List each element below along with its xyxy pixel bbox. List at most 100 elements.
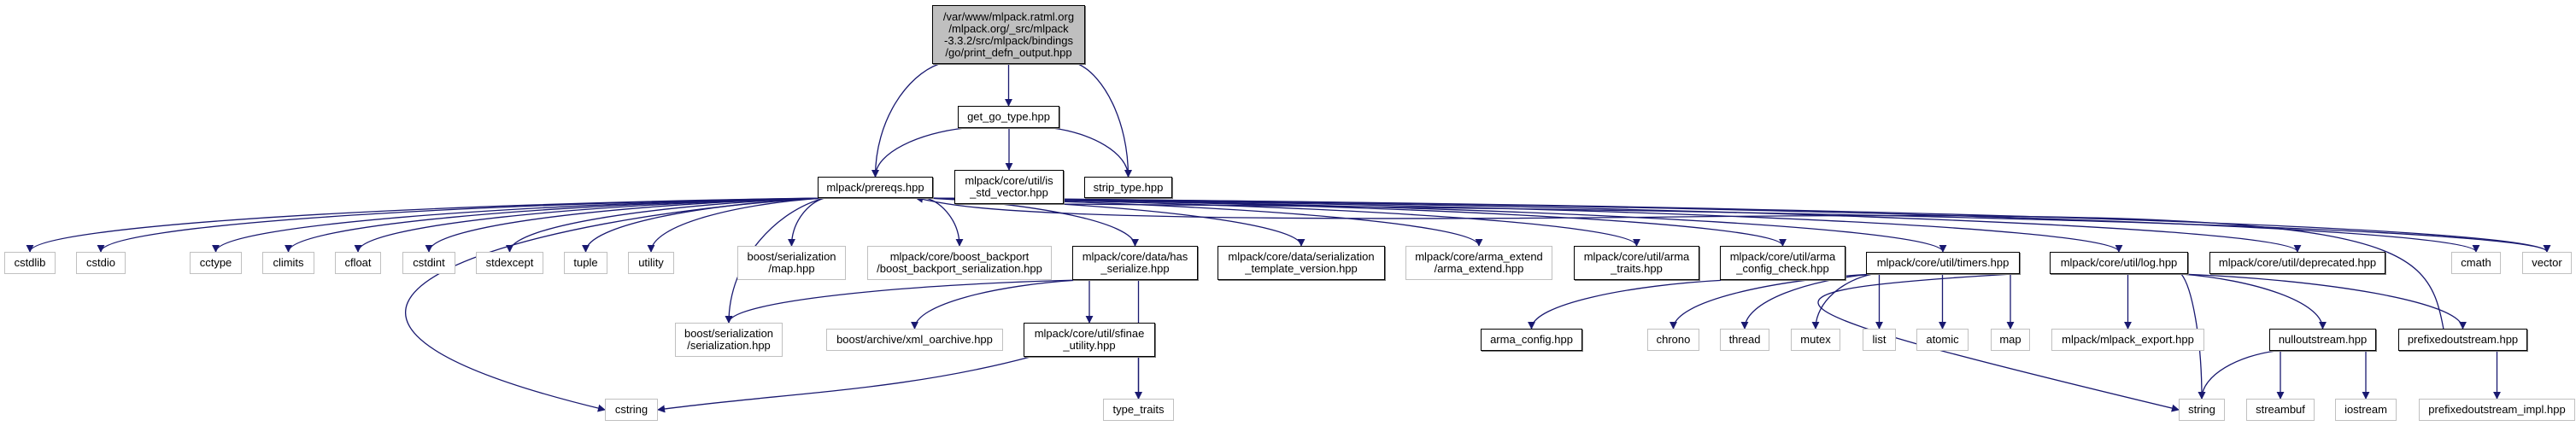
node-arma-traits[interactable]: mlpack/core/util/arma_traits.hpp: [1574, 246, 1699, 280]
node-label-line: mlpack/core/util/is: [965, 174, 1053, 187]
node-label-line: mlpack/core/boost_backport: [889, 250, 1030, 263]
node-boost-serialization[interactable]: boost/serialization/serialization.hpp: [675, 323, 783, 357]
node-label-line: _config_check.hpp: [1736, 262, 1829, 275]
node-label-line: map: [1999, 333, 2021, 346]
edge-prereqs-to-arma-config-check: [925, 197, 1787, 247]
edge-prereqs-to-cstdlib: [26, 197, 825, 253]
edge-log-to-string: [2180, 273, 2206, 400]
edge-is-std-vector-to-vector: [1056, 203, 2551, 253]
node-cctype[interactable]: cctype: [190, 252, 242, 274]
node-label-line: boost/serialization: [684, 327, 774, 340]
node-label-line: mlpack/core/arma_extend: [1415, 250, 1543, 263]
node-nulloutstream[interactable]: nulloutstream.hpp: [2269, 329, 2376, 351]
node-cfloat[interactable]: cfloat: [335, 252, 381, 274]
node-string[interactable]: string: [2179, 399, 2225, 421]
node-label-line: /map.hpp: [768, 262, 815, 275]
node-label-line: prefixedoutstream_impl.hpp: [2428, 403, 2566, 416]
node-streambuf[interactable]: streambuf: [2246, 399, 2315, 421]
node-iostream[interactable]: iostream: [2335, 399, 2397, 421]
node-label-line: cfloat: [344, 256, 372, 269]
node-ser-template-version[interactable]: mlpack/core/data/serialization_template_…: [1218, 246, 1385, 280]
node-boost-backport[interactable]: mlpack/core/boost_backport/boost_backpor…: [867, 246, 1052, 280]
node-label-line: /arma_extend.hpp: [1434, 262, 1524, 275]
node-prefixedoutstream-impl[interactable]: prefixedoutstream_impl.hpp: [2419, 399, 2575, 421]
node-atomic[interactable]: atomic: [1916, 329, 1969, 351]
edge-arma-config-check-to-arma-config: [1528, 279, 1728, 330]
node-cstdint[interactable]: cstdint: [402, 252, 455, 274]
edge-timers-to-string: [1817, 273, 2180, 412]
node-label-line: chrono: [1656, 333, 1691, 346]
edge-root-to-strip-type: [1077, 63, 1132, 178]
node-label-line: utility: [638, 256, 664, 269]
node-arma-config-check[interactable]: mlpack/core/util/arma_config_check.hpp: [1720, 246, 1845, 280]
node-cmath[interactable]: cmath: [2451, 252, 2501, 274]
node-mlpack-export[interactable]: mlpack/mlpack_export.hpp: [2051, 329, 2204, 351]
node-label-line: /mlpack.org/_src/mlpack: [948, 21, 1069, 35]
node-boost-map[interactable]: boost/serialization/map.hpp: [737, 246, 846, 280]
edge-prereqs-to-cstdint: [425, 197, 825, 253]
edge-timers-to-mutex: [1811, 273, 1874, 330]
node-xml-oarchive[interactable]: boost/archive/xml_oarchive.hpp: [826, 329, 1003, 351]
node-type-traits[interactable]: type_traits: [1103, 399, 1174, 421]
edge-sfinae-utility-to-cstring: [657, 356, 1031, 413]
node-root[interactable]: /var/www/mlpack.ratml.org/mlpack.org/_sr…: [932, 5, 1085, 64]
node-cstring[interactable]: cstring: [605, 399, 658, 421]
edge-log-to-prefixedoutstream: [2180, 273, 2467, 330]
node-stdexcept[interactable]: stdexcept: [476, 252, 543, 274]
node-label-line: cstring: [614, 403, 648, 416]
node-cstdio[interactable]: cstdio: [76, 252, 126, 274]
node-label-line: thread: [1728, 333, 1761, 346]
edge-prereqs-to-stdexcept: [506, 197, 825, 253]
node-deprecated[interactable]: mlpack/core/util/deprecated.hpp: [2209, 252, 2385, 274]
node-label-line: boost/serialization: [747, 250, 836, 263]
node-label-line: mlpack/mlpack_export.hpp: [2062, 333, 2194, 346]
edge-prereqs-to-deprecated: [925, 197, 2302, 253]
node-prefixedoutstream[interactable]: prefixedoutstream.hpp: [2398, 329, 2527, 351]
node-get-go-type[interactable]: get_go_type.hpp: [958, 106, 1059, 128]
node-arma-extend[interactable]: mlpack/core/arma_extend/arma_extend.hpp: [1405, 246, 1552, 280]
node-label-line: _std_vector.hpp: [970, 186, 1048, 199]
node-label-line: _traits.hpp: [1611, 262, 1663, 275]
node-tuple[interactable]: tuple: [564, 252, 607, 274]
node-list[interactable]: list: [1863, 329, 1896, 351]
node-chrono[interactable]: chrono: [1647, 329, 1699, 351]
edge-prereqs-to-boost-backport: [925, 197, 964, 247]
node-label-line: mlpack/core/data/serialization: [1228, 250, 1375, 263]
node-timers[interactable]: mlpack/core/util/timers.hpp: [1866, 252, 2020, 274]
edge-prereqs-to-log: [925, 197, 2123, 253]
node-utility[interactable]: utility: [628, 252, 674, 274]
node-is-std-vector[interactable]: mlpack/core/util/is_std_vector.hpp: [954, 170, 1064, 204]
node-mutex[interactable]: mutex: [1791, 329, 1840, 351]
node-label-line: mlpack/core/util/log.hpp: [2060, 256, 2178, 269]
node-label-line: arma_config.hpp: [1490, 333, 1573, 346]
node-vector[interactable]: vector: [2522, 252, 2572, 274]
node-label-line: tuple: [573, 256, 598, 269]
edge-nulloutstream-to-string: [2198, 350, 2277, 400]
node-label-line: list: [1872, 333, 1887, 346]
node-arma-config[interactable]: arma_config.hpp: [1481, 329, 1582, 351]
node-label-line: /var/www/mlpack.ratml.org: [942, 9, 1075, 23]
node-label-line: atomic: [1926, 333, 1959, 346]
edge-log-to-nulloutstream: [2180, 273, 2327, 330]
node-has-serialize[interactable]: mlpack/core/data/has_serialize.hpp: [1072, 246, 1198, 280]
node-cstdlib[interactable]: cstdlib: [4, 252, 56, 274]
node-label-line: mlpack/core/util/deprecated.hpp: [2218, 256, 2377, 269]
node-label-line: nulloutstream.hpp: [2278, 333, 2368, 346]
node-prereqs[interactable]: mlpack/prereqs.hpp: [818, 177, 933, 198]
node-label-line: -3.3.2/src/mlpack/bindings: [943, 33, 1073, 47]
node-climits[interactable]: climits: [262, 252, 314, 274]
node-label-line: cmath: [2461, 256, 2491, 269]
node-log[interactable]: mlpack/core/util/log.hpp: [2050, 252, 2188, 274]
node-label-line: iostream: [2344, 403, 2387, 416]
node-map[interactable]: map: [1991, 329, 2030, 351]
edge-timers-to-thread: [1740, 273, 1874, 330]
node-strip-type[interactable]: strip_type.hpp: [1084, 177, 1172, 198]
edge-prefixedoutstream-to-prereqs: [915, 195, 2444, 330]
node-label-line: boost/archive/xml_oarchive.hpp: [836, 333, 993, 346]
node-label-line: string: [2188, 403, 2215, 416]
node-label-line: climits: [273, 256, 304, 269]
node-sfinae-utility[interactable]: mlpack/core/util/sfinae_utility.hpp: [1024, 323, 1155, 357]
node-label-line: _utility.hpp: [1063, 339, 1116, 352]
edge-prereqs-to-cfloat: [354, 197, 825, 253]
node-thread[interactable]: thread: [1720, 329, 1769, 351]
